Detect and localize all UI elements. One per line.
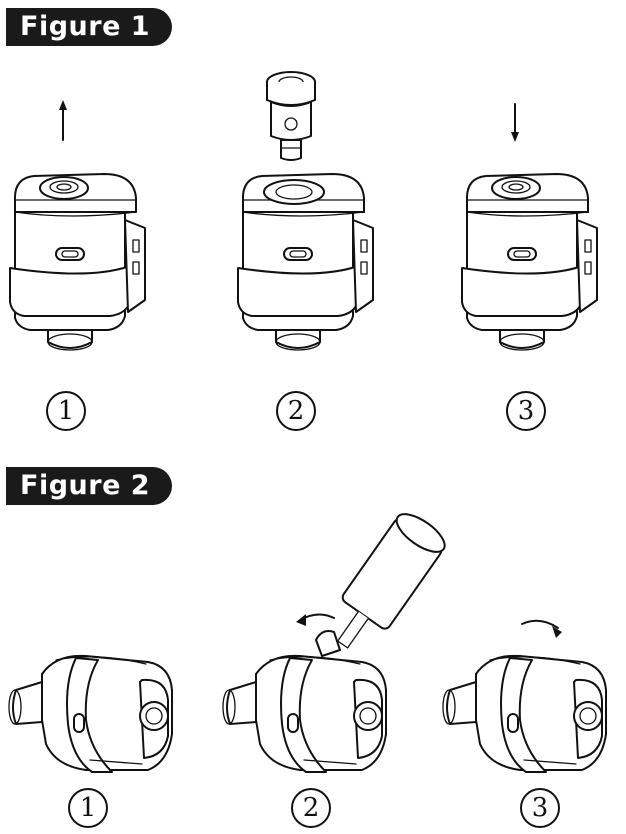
fig2-step-3-marker: 3 [520,788,560,828]
fig1-step1-pod-drawing [9,100,146,351]
fig2-step-1-marker: 1 [68,788,108,828]
fig2-step-2-marker: 2 [291,788,331,828]
fig1-step2-pod-drawing [237,71,374,351]
fig2-step2-pod-drawing [222,513,446,773]
figure-2-label: Figure 2 [6,467,173,505]
fig2-step1-pod-drawing [8,654,173,773]
fig1-step3-pod-drawing [461,103,598,351]
fig1-step-2-marker: 2 [276,391,316,431]
fig1-step-1-marker: 1 [46,391,86,431]
fig2-step3-pod-drawing [442,619,607,773]
figure-1-label: Figure 1 [6,8,173,46]
fig1-step-3-marker: 3 [506,391,546,431]
